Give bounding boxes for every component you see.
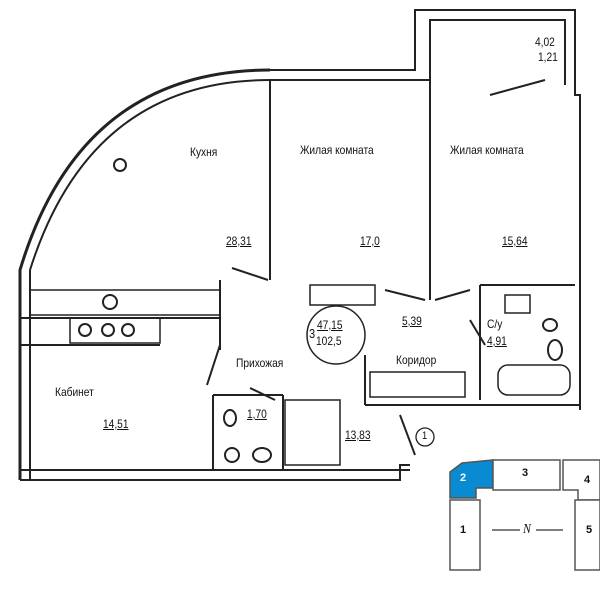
living-room-1-label: Жилая комната bbox=[300, 143, 374, 157]
north-indicator: N bbox=[523, 522, 531, 537]
room-count: 3 bbox=[309, 326, 316, 341]
hall-area: 5,39 bbox=[402, 314, 422, 328]
keyplan-section-2[interactable]: 2 bbox=[460, 472, 467, 484]
living-room-2-area: 15,64 bbox=[502, 234, 528, 248]
entry-marker: 1 bbox=[422, 430, 428, 442]
bathroom-area: 4,91 bbox=[487, 334, 507, 348]
keyplan-section-3[interactable]: 3 bbox=[522, 467, 529, 479]
corridor-label: Коридор bbox=[396, 353, 437, 367]
keyplan bbox=[449, 459, 600, 571]
balcony-area: 4,02 bbox=[535, 35, 555, 49]
study-label: Кабинет bbox=[55, 385, 94, 399]
living-room-2-label: Жилая комната bbox=[450, 143, 524, 157]
kitchen-area: 28,31 bbox=[226, 234, 252, 248]
bathroom-label: С/у bbox=[487, 317, 503, 331]
wc-area: 1,70 bbox=[247, 407, 267, 421]
living-area: 47,15 bbox=[317, 318, 343, 332]
keyplan-section-5[interactable]: 5 bbox=[586, 524, 593, 536]
entrance-area: 13,83 bbox=[345, 428, 371, 442]
keyplan-section-4[interactable]: 4 bbox=[584, 474, 591, 486]
balcony-reduced-area: 1,21 bbox=[538, 50, 558, 64]
total-area: 102,5 bbox=[316, 334, 342, 348]
entrance-label: Прихожая bbox=[236, 356, 284, 370]
keyplan-section-1[interactable]: 1 bbox=[460, 524, 467, 536]
kitchen-label: Кухня bbox=[190, 145, 218, 159]
living-room-1-area: 17,0 bbox=[360, 234, 380, 248]
study-area: 14,51 bbox=[103, 417, 129, 431]
